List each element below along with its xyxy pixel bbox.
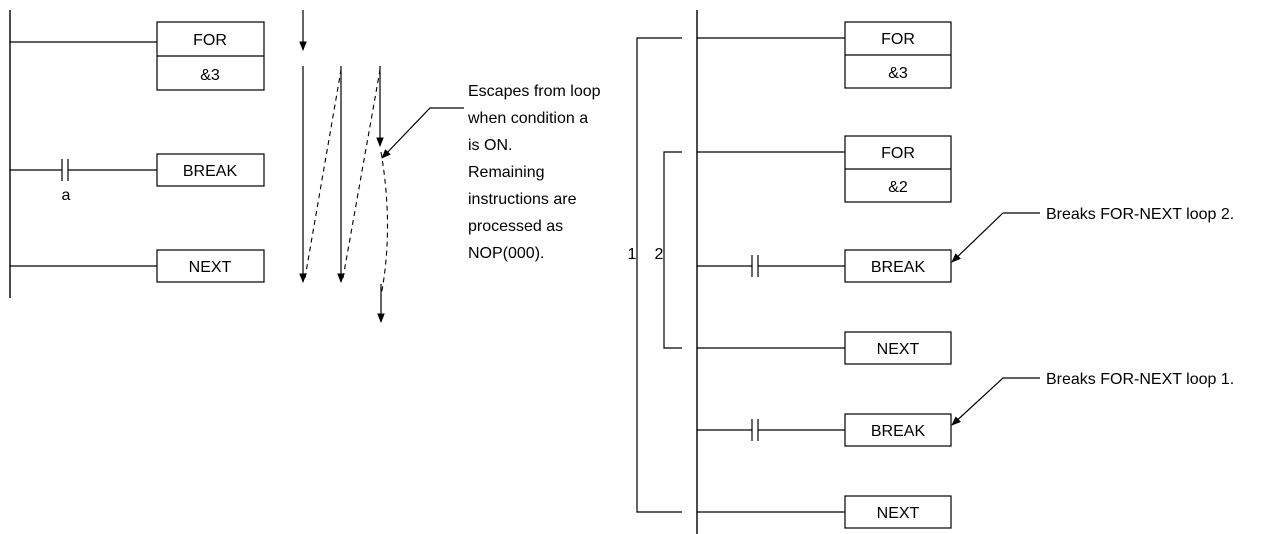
loop-2-break-note: Breaks FOR-NEXT loop 2.	[1046, 206, 1234, 223]
outer-break-instruction-box	[844, 413, 952, 447]
escape-note-line-1: Escapes from loop	[468, 83, 601, 100]
escape-note-line-6: processed as	[468, 218, 563, 235]
escape-note-line-2: when condition a	[467, 110, 588, 127]
next-instruction-box	[156, 249, 265, 283]
inner-for-label: FOR	[881, 145, 915, 162]
escape-note-line-7: NOP(000).	[468, 245, 544, 262]
loop-2-break-callout-leader	[951, 212, 1040, 263]
outer-next-label: NEXT	[877, 505, 920, 522]
left-flow-arrows	[299, 10, 464, 323]
for-label: FOR	[193, 32, 227, 49]
loop-2-bracket-label: 2	[655, 246, 664, 263]
break-label: BREAK	[183, 163, 238, 180]
inner-break-instruction-box	[844, 249, 952, 283]
next-label: NEXT	[189, 259, 232, 276]
outer-for-operand: &3	[888, 65, 908, 82]
outer-next-instruction-box	[844, 495, 952, 529]
loop-1-break-note: Breaks FOR-NEXT loop 1.	[1046, 371, 1234, 388]
loop-1-break-callout-leader	[951, 377, 1040, 426]
flow-return-dashed-2	[342, 69, 381, 279]
inner-next-instruction-box	[844, 331, 952, 365]
outer-break-label: BREAK	[871, 423, 926, 440]
flow-escape-dashed	[380, 151, 389, 297]
escape-note: Escapes from loop when condition a is ON…	[467, 83, 601, 262]
break-instruction-box	[156, 153, 265, 187]
outer-for-label: FOR	[881, 31, 915, 48]
contact-a-label: a	[62, 187, 71, 204]
escape-note-line-3: is ON.	[468, 137, 512, 154]
inner-for-operand: &2	[888, 179, 908, 196]
escape-note-line-4: Remaining	[468, 164, 544, 181]
for-operand: &3	[200, 67, 220, 84]
loop-1-bracket	[636, 37, 682, 513]
inner-next-label: NEXT	[877, 341, 920, 358]
left-ladder: FOR &3 a BREAK NEXT	[9, 10, 265, 298]
right-ladder: 1 2 FOR &3 FOR &2 BREAK NEXT BRE	[628, 10, 1234, 534]
loop-2-bracket	[663, 151, 682, 349]
inner-break-label: BREAK	[871, 259, 926, 276]
escape-note-line-5: instructions are	[468, 191, 577, 208]
flow-return-dashed-1	[304, 69, 342, 279]
escape-callout-leader	[381, 107, 464, 159]
loop-1-bracket-label: 1	[628, 246, 637, 263]
